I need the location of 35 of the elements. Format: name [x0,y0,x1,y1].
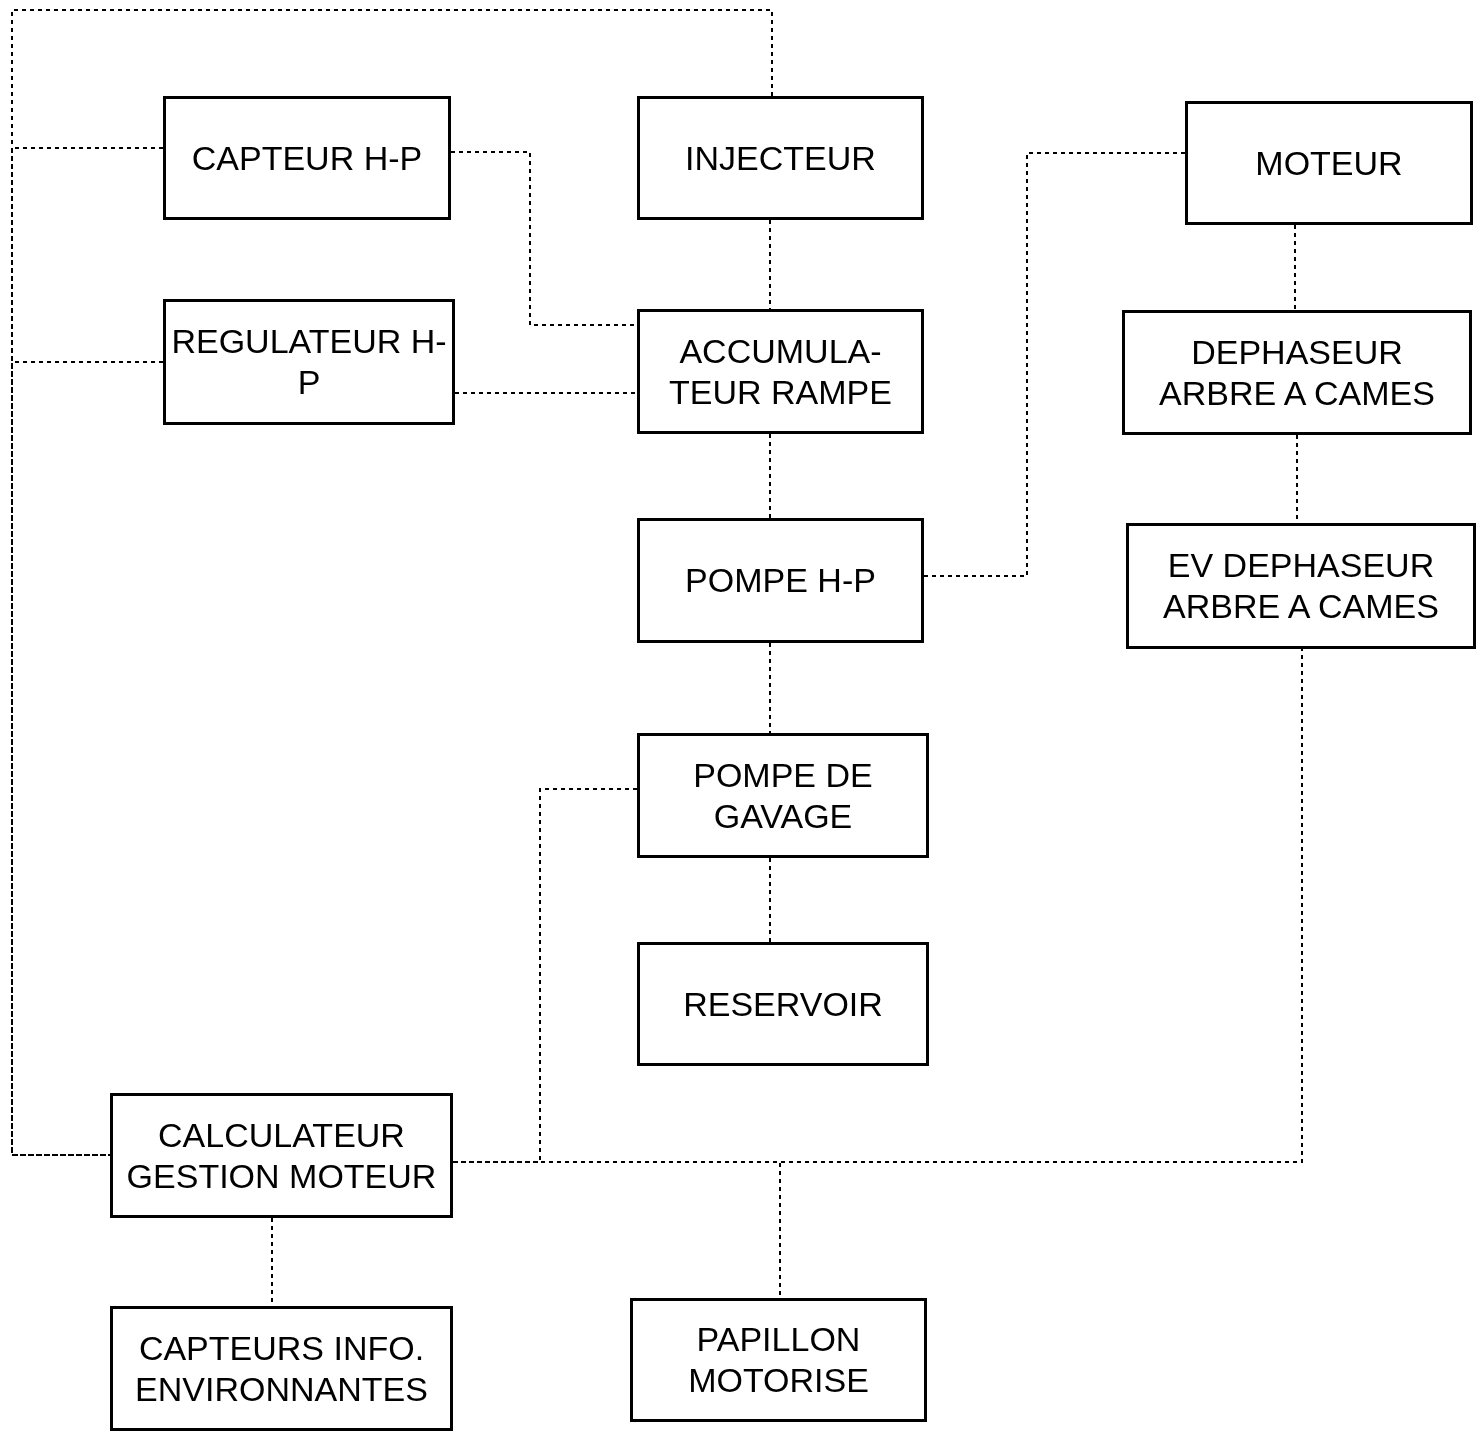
process-box [1185,101,1473,225]
box-label: MOTEUR [1255,142,1403,184]
process-box [637,942,929,1066]
process-box [110,1306,453,1431]
box-label: ACCUMULA- TEUR RAMPE [668,330,893,413]
box-label: REGULATEUR H-P [170,321,448,403]
dotted-connector [11,147,164,1156]
box-label: POMPE DE GAVAGE [692,754,874,837]
process-box [163,299,455,425]
box-label: POMPE H-P [685,560,876,601]
process-box [110,1093,453,1218]
dotted-connector [454,392,638,394]
dotted-connector [11,361,164,1156]
dotted-connector [11,9,773,1156]
dotted-connector [769,857,771,943]
process-box [163,96,451,220]
dotted-connector [769,642,771,734]
box-label: CAPTEURS INFO. ENVIRONNANTES [134,1327,429,1410]
dotted-connector [769,433,771,519]
process-box [1126,523,1476,649]
box-label: EV DEPHASEUR ARBRE A CAMES [1162,545,1440,627]
process-box [630,1298,927,1422]
process-box [637,733,929,858]
box-label: CAPTEUR H-P [191,137,423,179]
box-label: DEPHASEUR ARBRE A CAMES [1158,331,1436,414]
box-label: CALCULATEUR GESTION MOTEUR [125,1114,438,1197]
process-box [1122,310,1472,435]
box-label: PAPILLON MOTORISE [687,1319,870,1401]
dotted-connector [1294,224,1296,311]
process-box [637,518,924,643]
process-box [637,96,924,220]
dotted-connector [923,152,1186,577]
process-box [637,309,924,434]
box-label: RESERVOIR [683,983,883,1025]
box-label: INJECTEUR [685,137,876,179]
